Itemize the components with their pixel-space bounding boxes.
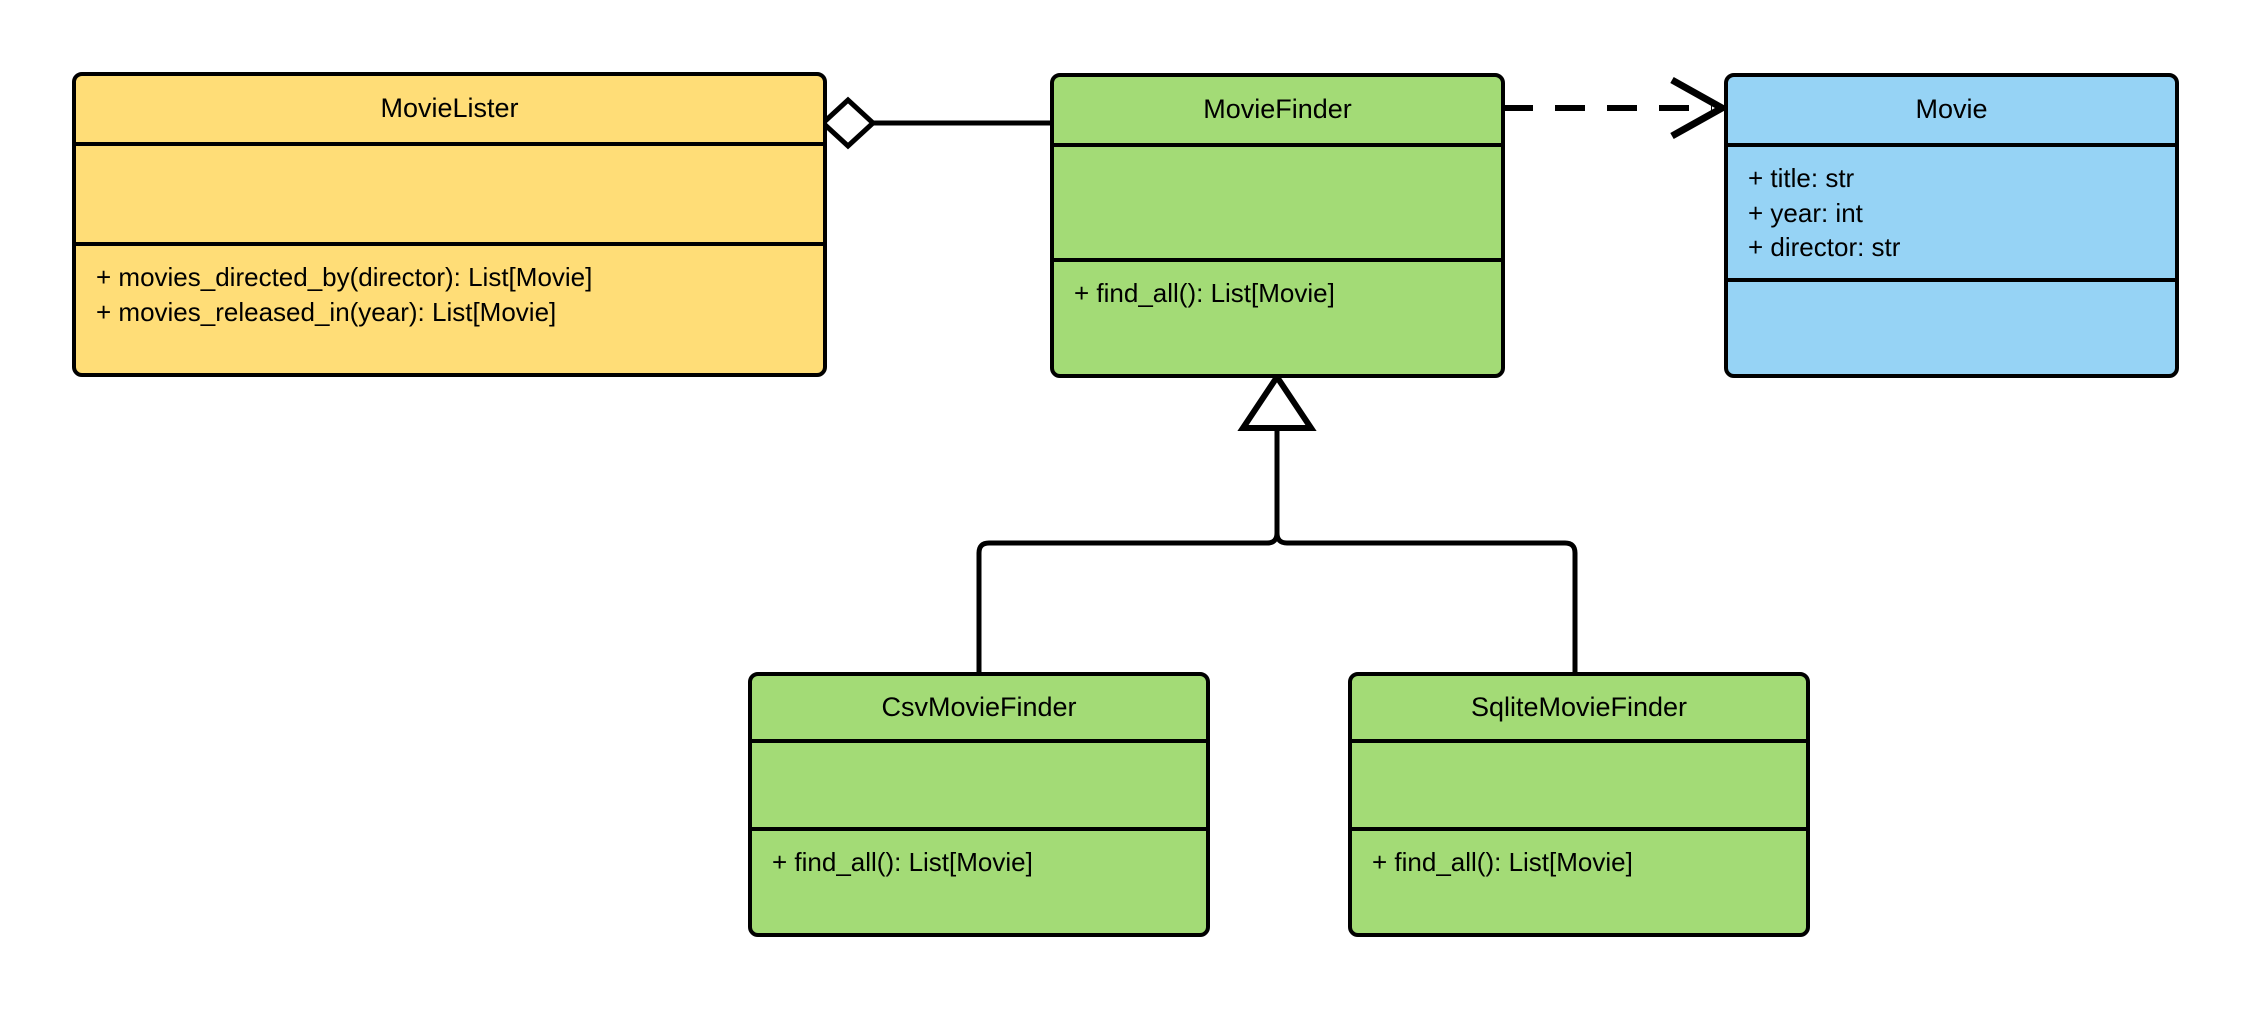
methods-compartment-csv-movie-finder: + find_all(): List[Movie] <box>752 827 1206 933</box>
method-row: + movies_directed_by(director): List[Mov… <box>96 262 593 292</box>
methods-compartment-movie-finder: + find_all(): List[Movie] <box>1054 258 1501 374</box>
method-row: + find_all(): List[Movie] <box>1074 278 1335 308</box>
class-name-movie-finder: MovieFinder <box>1203 94 1352 125</box>
attribute-row: + year: int <box>1748 197 1863 228</box>
open-arrow-marker <box>1670 76 1730 140</box>
methods-compartment-movie-lister: + movies_directed_by(director): List[Mov… <box>76 242 823 373</box>
method-row: + movies_released_in(year): List[Movie] <box>96 296 557 327</box>
attribute-row: + title: str <box>1748 163 1855 193</box>
methods-compartment-movie <box>1728 278 2175 374</box>
class-name-sqlite-movie-finder: SqliteMovieFinder <box>1470 691 1688 722</box>
class-name-movie: Movie <box>1915 94 1988 125</box>
class-name-csv-movie-finder: CsvMovieFinder <box>881 691 1077 722</box>
attributes-compartment-movie-lister <box>76 142 823 242</box>
attributes-compartment-csv-movie-finder <box>752 739 1206 827</box>
class-box-sqlite-movie-finder[interactable]: SqliteMovieFinder + find_all(): List[Mov… <box>1348 672 1810 937</box>
class-name-movie-lister: MovieLister <box>380 93 519 124</box>
attributes-compartment-movie: + title: str + year: int + director: str <box>1728 143 2175 278</box>
hollow-triangle-marker <box>1237 371 1317 431</box>
attributes-compartment-movie-finder <box>1054 143 1501 258</box>
dependency-finder-movie <box>1503 76 1730 140</box>
hollow-diamond-marker <box>819 96 877 150</box>
aggregation-lister-finder <box>819 96 1050 150</box>
method-row: + find_all(): List[Movie] <box>1372 847 1633 877</box>
class-box-csv-movie-finder[interactable]: CsvMovieFinder + find_all(): List[Movie] <box>748 672 1210 937</box>
method-row: + find_all(): List[Movie] <box>772 847 1033 877</box>
generalization-tree <box>976 371 1578 672</box>
attribute-row: + director: str <box>1748 232 1901 263</box>
attributes-compartment-sqlite-movie-finder <box>1352 739 1806 827</box>
class-box-movie-finder[interactable]: MovieFinder + find_all(): List[Movie] <box>1050 73 1505 378</box>
class-box-movie-lister[interactable]: MovieLister + movies_directed_by(directo… <box>72 72 827 377</box>
methods-compartment-sqlite-movie-finder: + find_all(): List[Movie] <box>1352 827 1806 933</box>
class-box-movie[interactable]: Movie + title: str + year: int + directo… <box>1724 73 2179 378</box>
